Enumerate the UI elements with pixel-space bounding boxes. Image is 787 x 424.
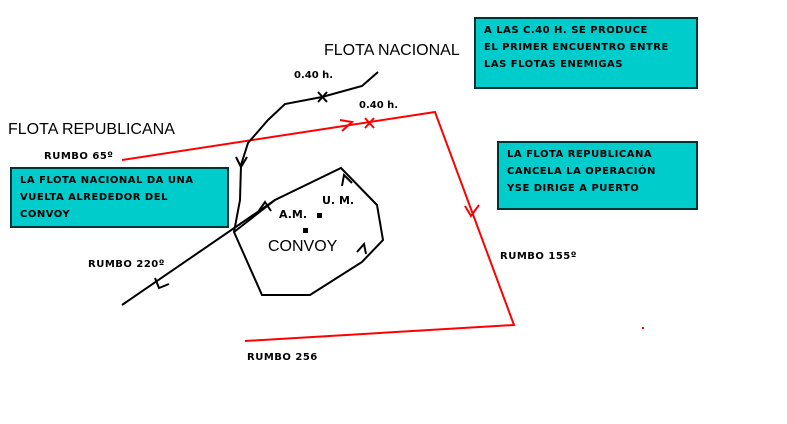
flota-nacional-label: FLOTA NACIONAL [324, 42, 460, 59]
red-dot [642, 327, 644, 329]
national-loop-arrow-3 [356, 241, 367, 255]
info-box-encuentro: A LAS C.40 H. SE PRODUCE EL PRIMER ENCUE… [474, 17, 698, 89]
info-box-republicana-line-1: LA FLOTA REPUBLICANA [507, 149, 653, 160]
rumbo-155-label: RUMBO 155º [500, 251, 577, 262]
info-box-encuentro-line-2: EL PRIMER ENCUENTRO ENTRE [484, 42, 669, 53]
info-box-republicana-line-3: YSE DIRIGE A PUERTO [507, 183, 640, 194]
convoy-label: CONVOY [268, 238, 338, 255]
national-arrow-1 [235, 156, 248, 170]
national-x-marker-b [317, 91, 328, 103]
national-fleet-route [121, 71, 385, 306]
time-nacional-label: 0.40 h. [294, 70, 334, 81]
republican-fleet-route [121, 110, 516, 342]
national-loop-arrow-2 [341, 172, 353, 187]
info-box-nacional-line-1: LA FLOTA NACIONAL DA UNA [20, 175, 194, 186]
rumbo-65-label: RUMBO 65º [44, 151, 114, 162]
national-convoy-loop [232, 166, 385, 296]
rumbo-256-label: RUMBO 256 [247, 352, 318, 363]
republican-arrow-1 [339, 119, 355, 132]
info-box-nacional-line-3: CONVOY [20, 209, 71, 220]
am-marker [317, 213, 322, 218]
um-label: U. M. [322, 194, 355, 207]
am-label: A.M. [279, 208, 308, 221]
national-incoming-line [233, 71, 379, 233]
info-box-nacional-vuelta: LA FLOTA NACIONAL DA UNA VUELTA ALREDEDO… [10, 167, 229, 228]
time-republicana-label: 0.40 h. [359, 100, 399, 111]
info-box-republicana-line-2: CANCELA LA OPERACIÓN [507, 166, 656, 177]
republican-arrow-2 [464, 204, 480, 218]
convoy-marker [303, 228, 308, 233]
national-arrow-2 [154, 277, 170, 290]
info-box-encuentro-line-1: A LAS C.40 H. SE PRODUCE [484, 25, 648, 36]
info-box-republicana-cancela: LA FLOTA REPUBLICANA CANCELA LA OPERACIÓ… [497, 141, 698, 210]
info-box-nacional-line-2: VUELTA ALREDEDOR DEL [20, 192, 168, 203]
flota-republicana-label: FLOTA REPUBLICANA [8, 121, 175, 138]
republican-route-line [121, 110, 516, 342]
republican-x-marker-b [364, 117, 375, 129]
rumbo-220-label: RUMBO 220º [88, 259, 165, 270]
national-outgoing-line [121, 199, 276, 306]
info-box-encuentro-line-3: LAS FLOTAS ENEMIGAS [484, 59, 623, 70]
national-loop-arrow-1 [257, 200, 272, 213]
